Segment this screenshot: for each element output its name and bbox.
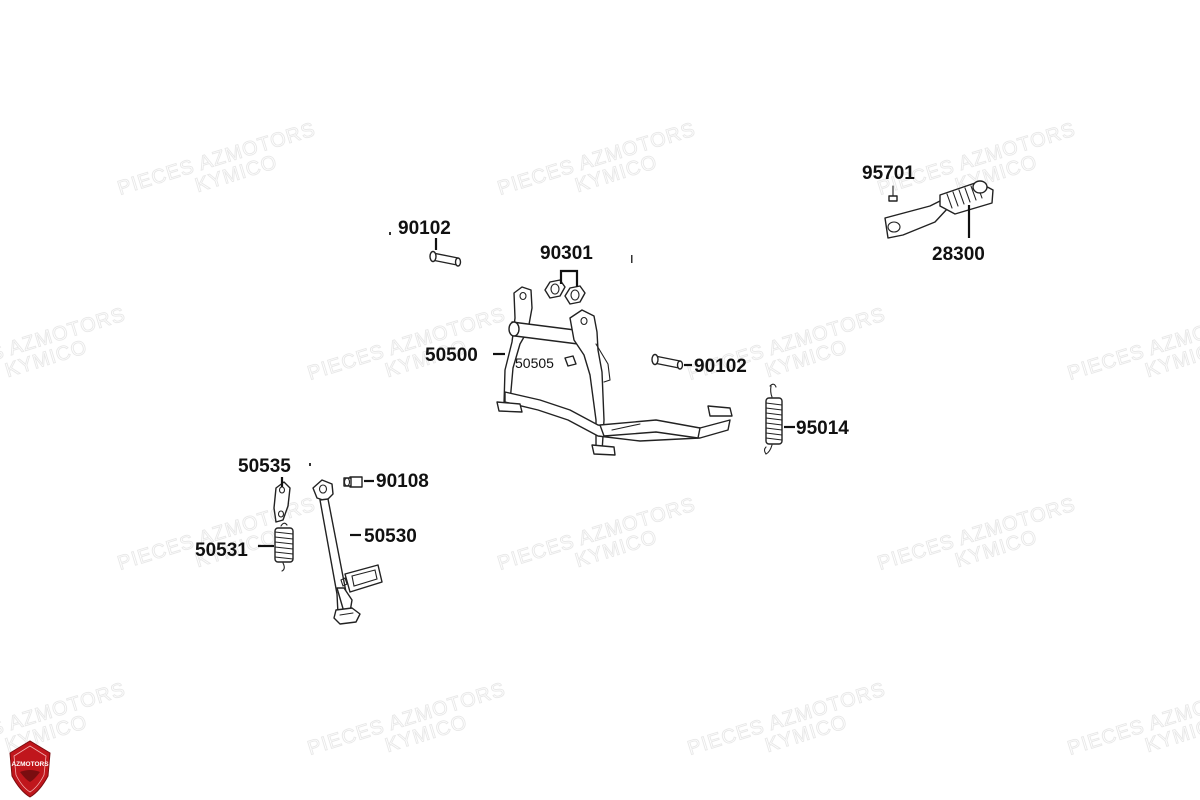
pivot-bolt-90102-top [429, 250, 462, 267]
part-label-50500: 50500 [425, 345, 478, 366]
part-label-95014: 95014 [796, 418, 849, 439]
pivot-bolt-90102-right [651, 353, 684, 370]
stray-mark [631, 255, 633, 263]
watermark-line1: PIECES AZMOTORS [1065, 679, 1200, 760]
part-label-50535: 50535 [238, 456, 291, 477]
side-stand-50530 [312, 479, 383, 625]
bolt-90108 [343, 476, 363, 488]
nut-pair-90301 [544, 279, 586, 305]
part-label-28300: 28300 [932, 244, 985, 265]
stray-mark [389, 232, 391, 235]
spring-95014 [763, 383, 783, 455]
kick-lever-28300 [884, 180, 994, 239]
watermark-line1: PIECES AZMOTORS [1065, 304, 1200, 385]
bolt-95701 [888, 185, 898, 202]
part-label-90301: 90301 [540, 243, 593, 264]
spring-50531 [274, 522, 294, 572]
bracket-50535 [273, 481, 291, 523]
part-label-90102-top: 90102 [398, 218, 451, 239]
main-stand-50500 [496, 286, 733, 456]
part-label-95701: 95701 [862, 163, 915, 184]
part-label-50531: 50531 [195, 540, 248, 561]
bushing-50505 [564, 355, 577, 367]
stray-mark [309, 463, 311, 466]
azmotors-logo: AZMOTORS [9, 740, 51, 798]
part-label-50505: 50505 [515, 355, 554, 371]
leader-90301 [559, 269, 579, 287]
svg-text:AZMOTORS: AZMOTORS [11, 761, 49, 768]
part-label-50530: 50530 [364, 526, 417, 547]
part-label-90108: 90108 [376, 471, 429, 492]
part-label-90102-right: 90102 [694, 356, 747, 377]
